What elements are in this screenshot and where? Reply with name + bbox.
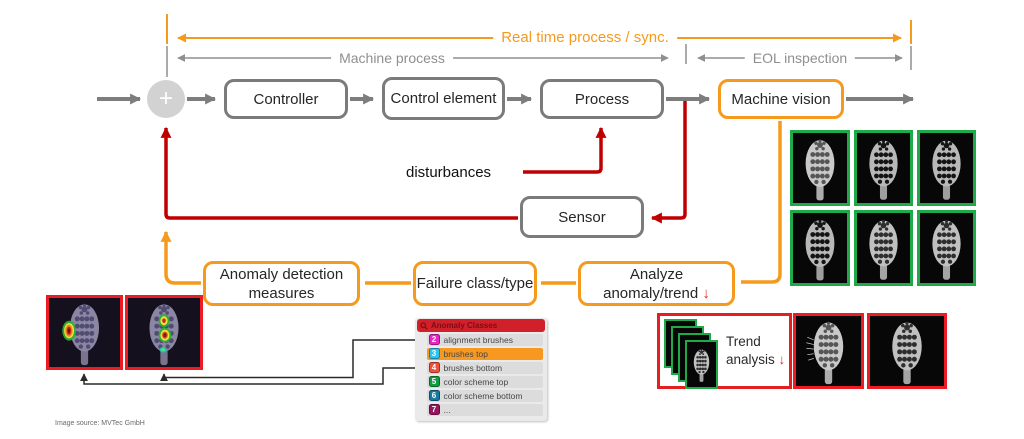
control-element-box: Control element xyxy=(382,77,505,120)
sensor-box: Sensor xyxy=(520,196,644,238)
down-arrow-icon: ↓ xyxy=(702,284,710,302)
legend-row-alignment-brushes[interactable]: 2 alignment brushes xyxy=(427,333,543,346)
eol-inspection-label: EOL inspection xyxy=(744,50,856,66)
anomaly-heatmap-image-1 xyxy=(46,295,123,370)
legend-title: Anomaly Classes xyxy=(431,321,498,330)
legend-row-brushes-top[interactable]: 3 brushes top xyxy=(427,347,543,360)
class-badge: 7 xyxy=(428,404,440,416)
inspection-image-2 xyxy=(854,130,913,206)
feedback-to-sensor-arrow xyxy=(650,101,687,224)
anomaly-classes-legend: Anomaly Classes 2 alignment brushes 3 br… xyxy=(415,318,547,421)
defect-image-2 xyxy=(867,313,947,389)
process-box: Process xyxy=(540,79,664,119)
legend-line-alignment xyxy=(160,339,430,382)
class-badge: 2 xyxy=(428,334,440,346)
analyze-anomaly-box: Analyze anomaly/trend ↓ xyxy=(578,261,735,306)
inspection-image-4 xyxy=(790,210,850,286)
inspection-image-5 xyxy=(854,210,913,286)
down-arrow-icon: ↓ xyxy=(778,352,786,367)
inspection-image-3 xyxy=(917,130,976,206)
trend-stack-image xyxy=(685,340,718,389)
legend-row-color-scheme-top[interactable]: 5 color scheme top xyxy=(427,375,543,388)
legend-row-more[interactable]: 7 ... xyxy=(427,403,543,416)
inspection-image-1 xyxy=(790,130,850,206)
class-label: brushes top xyxy=(443,348,488,359)
heatmap-blob xyxy=(62,320,76,341)
anomaly-detection-box: Anomaly detection measures xyxy=(203,261,360,306)
legend-row-color-scheme-bottom[interactable]: 6 color scheme bottom xyxy=(427,389,543,402)
legend-header: Anomaly Classes xyxy=(417,319,545,332)
failure-class-box: Failure class/type xyxy=(413,261,537,306)
plus-icon: + xyxy=(158,85,173,112)
defect-image-1 xyxy=(793,313,864,389)
class-badge: 6 xyxy=(428,390,440,402)
trend-analysis-text: Trend analysis ↓ xyxy=(726,333,790,369)
class-badge: 3 xyxy=(428,348,440,360)
image-source-caption: Image source: MVTec GmbH xyxy=(55,420,145,427)
legend-line-brushes-bottom xyxy=(80,367,430,385)
class-label: color scheme top xyxy=(443,376,509,387)
class-badge: 5 xyxy=(428,376,440,388)
controller-box: Controller xyxy=(224,79,348,119)
stray-bristles xyxy=(806,336,814,361)
vision-to-analyze-line xyxy=(741,121,782,284)
magnifier-icon xyxy=(420,321,428,330)
machine-process-label: Machine process xyxy=(331,50,453,66)
disturbances-label: disturbances xyxy=(406,164,492,181)
legend-row-brushes-bottom[interactable]: 4 brushes bottom xyxy=(427,361,543,374)
inspection-image-6 xyxy=(917,210,976,286)
anomaly-heatmap-image-2 xyxy=(125,295,203,370)
disturbances-arrow xyxy=(523,126,607,174)
class-label: ... xyxy=(443,404,451,415)
heatmap-blob xyxy=(158,314,172,353)
class-badge: 4 xyxy=(428,362,440,374)
trend-analysis-box: Trend analysis ↓ xyxy=(657,313,792,389)
trend-label: Trend analysis xyxy=(726,334,775,367)
class-label: brushes bottom xyxy=(443,362,503,373)
anomaly-to-loop-arrow xyxy=(160,230,201,285)
sensor-to-sum-arrow xyxy=(160,126,518,220)
class-label: alignment brushes xyxy=(443,334,513,345)
legend-rows: 2 alignment brushes 3 brushes top 4 brus… xyxy=(427,333,543,416)
analyze-label: Analyze anomaly/trend xyxy=(603,265,699,302)
realtime-label: Real time process / sync. xyxy=(493,29,677,46)
summing-junction: + xyxy=(147,80,185,118)
machine-vision-box: Machine vision xyxy=(718,79,844,119)
class-label: color scheme bottom xyxy=(443,390,523,401)
